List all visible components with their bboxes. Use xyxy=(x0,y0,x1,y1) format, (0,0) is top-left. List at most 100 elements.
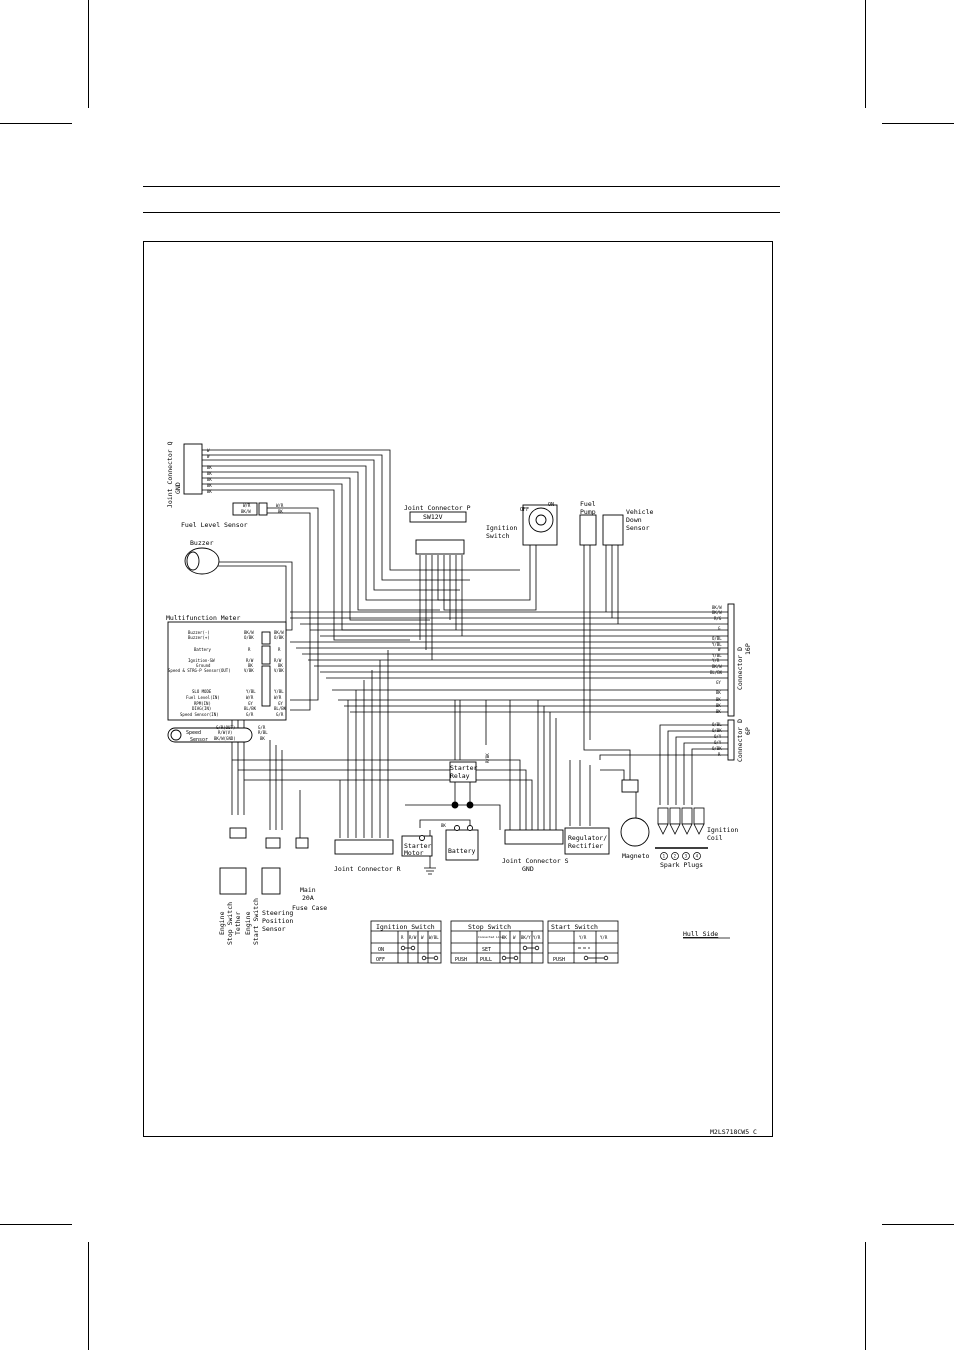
meter-pin-wire: Y/BL xyxy=(246,689,256,694)
main-fuse-label-1: Main xyxy=(300,886,316,894)
starter-motor-label-1: Starter xyxy=(404,842,431,850)
steering-sensor-label-3: Sensor xyxy=(262,925,286,933)
meter-pin-wire: W/R xyxy=(246,695,254,700)
connector-d-16p-size: 16P xyxy=(744,643,752,655)
q-wire-label: W xyxy=(207,448,210,453)
vehicle-down-sensor-body xyxy=(602,514,624,546)
d16-wire-label: BK xyxy=(716,690,721,695)
spark-plug-number: 3 xyxy=(685,854,688,859)
meter-pin-label: Speed & STRG-P Sensor(OUT) xyxy=(168,668,231,673)
meter-pin-label: Speed Sensor(IN) xyxy=(180,712,219,717)
crop-mark-tl-v xyxy=(88,0,89,108)
diagram-frame xyxy=(143,241,773,1137)
meter-pin-wire: BK/W xyxy=(274,630,284,635)
fuel-wire-label: BK/W xyxy=(241,509,251,514)
ignition-table-header: R xyxy=(401,935,404,940)
d16-wire-label: BK/W xyxy=(712,664,722,669)
d6-wire-label: O/BL xyxy=(712,722,722,727)
connector-d-6p-label: Connector D xyxy=(736,719,744,762)
joint-connector-r-label: Joint Connector R xyxy=(334,865,401,873)
meter-pin-wire: Y/BL xyxy=(274,689,284,694)
rbk-wire-label: R/BK xyxy=(485,753,490,763)
joint-connector-p xyxy=(409,511,467,523)
battery-body xyxy=(445,829,479,861)
battery-label: Battery xyxy=(448,847,475,855)
d16-wire-label: BK xyxy=(716,709,721,714)
ignition-switch-label-2: Switch xyxy=(486,532,510,540)
main-fuse-label-2: 20A xyxy=(302,894,314,902)
meter-pin-label: Battery xyxy=(194,647,211,652)
lower-left-labels: Main 20A Fuse Case Steering Position Sen… xyxy=(218,886,327,945)
switch-table-text: Ignition Switch R R/W W W/BL ON OFF Stop… xyxy=(376,923,757,1136)
meter-pin-wire: BL/BK xyxy=(274,706,287,711)
q-wire-label: BK xyxy=(207,489,212,494)
meter-pin-wire: V/BK xyxy=(274,668,284,673)
d16-wire-label: GY xyxy=(716,680,721,685)
multifunction-meter-label: Multifunction Meter xyxy=(166,614,240,622)
meter-pin-label: Buzzer(-) xyxy=(188,630,210,635)
ignition-table-header: W/BL xyxy=(429,935,439,940)
doc-code-label: M2LS718CW5 C xyxy=(710,1128,757,1136)
d16-wire-label: O/BL xyxy=(712,636,722,641)
engine-stop-label-3: Tether xyxy=(234,911,242,935)
d6-wire-label: O/BK xyxy=(712,746,722,751)
d16-wire-label: W xyxy=(718,647,721,652)
stop-switch-table xyxy=(450,920,544,964)
fuse-case-label: Fuse Case xyxy=(292,904,327,912)
buzzer-label: Buzzer xyxy=(190,539,214,547)
meter-pin-label: DIAG(IN) xyxy=(192,706,211,711)
engine-stop-label-2: Stop Switch xyxy=(226,902,234,945)
main-fuse-body xyxy=(295,837,309,849)
speed-sensor-label-1: Speed xyxy=(186,730,201,736)
d16-wire-label: G xyxy=(718,626,721,631)
crop-mark-tr-v xyxy=(865,0,866,108)
d16-wire-label: BK xyxy=(716,703,721,708)
bk-wire-label: BK xyxy=(441,823,446,828)
steering-position-sensor-body xyxy=(261,867,281,895)
round-components xyxy=(170,507,650,847)
speed-pin-wire: BK xyxy=(260,736,265,741)
meter-pin-wire: BK/W xyxy=(244,630,254,635)
magneto-label: Magneto xyxy=(622,852,649,860)
engine-start-label-2: Start Switch xyxy=(252,898,260,945)
speed-pin-wire: R/BL xyxy=(258,730,268,735)
meter-pin-wire: G/R xyxy=(276,712,284,717)
sw12v-label: SW12V xyxy=(423,513,443,521)
spark-plug-circles xyxy=(660,852,701,860)
header-rule-bottom xyxy=(143,212,780,213)
crop-mark-bl-v xyxy=(88,1242,89,1350)
connector-d-6p-size: 6P xyxy=(744,727,752,735)
starter-relay-label-1: Starter xyxy=(450,764,477,772)
engine-stop-label-1: Engine xyxy=(218,911,226,935)
ign-on-label: ON xyxy=(548,502,554,508)
vehicle-down-label-2: Down xyxy=(626,516,642,524)
start-table-title: Start Switch xyxy=(551,923,598,931)
meter-pin-label: Ignition-SW xyxy=(188,658,215,663)
d16-wire-label: R/G xyxy=(714,616,722,621)
fuel-wire-label: BK xyxy=(278,509,283,514)
meter-pin-label: RPM(IN) xyxy=(194,701,211,706)
stop-table-header: Y/R xyxy=(533,935,541,940)
meter-pin-wire: R xyxy=(248,647,251,652)
ignition-coil-label-2: Coil xyxy=(707,834,723,842)
d16-wire-label: Y/R xyxy=(712,658,720,663)
fuel-level-sensor-plug xyxy=(232,502,258,516)
spark-plug-number: 4 xyxy=(696,854,699,859)
q-wire-label: BK xyxy=(207,477,212,482)
d6-wire-label: O/Y xyxy=(714,740,722,745)
speed-sensor-body xyxy=(167,727,253,743)
stop-table-state: PULL xyxy=(480,957,492,963)
meter-pin-wire: BL/BK xyxy=(244,706,257,711)
d16-wire-label: Y/BL xyxy=(712,653,722,658)
ignition-switch-label-1: Ignition xyxy=(486,524,517,532)
d6-wire-label: O/Y xyxy=(714,734,722,739)
d16-wire-label: BK xyxy=(716,697,721,702)
fuel-wire-label: W/R xyxy=(243,503,251,508)
joint-connector-q-label: Joint Connector Q xyxy=(166,441,174,508)
joint-connector-s-label: Joint Connector S xyxy=(502,857,569,865)
meter-pin-label: Buzzer(+) xyxy=(188,635,210,640)
speed-pin-label: BK/W(GND) xyxy=(214,736,236,741)
speed-pin-label: R/W(V) xyxy=(218,730,232,735)
meter-pin-wire: R/W xyxy=(246,658,254,663)
